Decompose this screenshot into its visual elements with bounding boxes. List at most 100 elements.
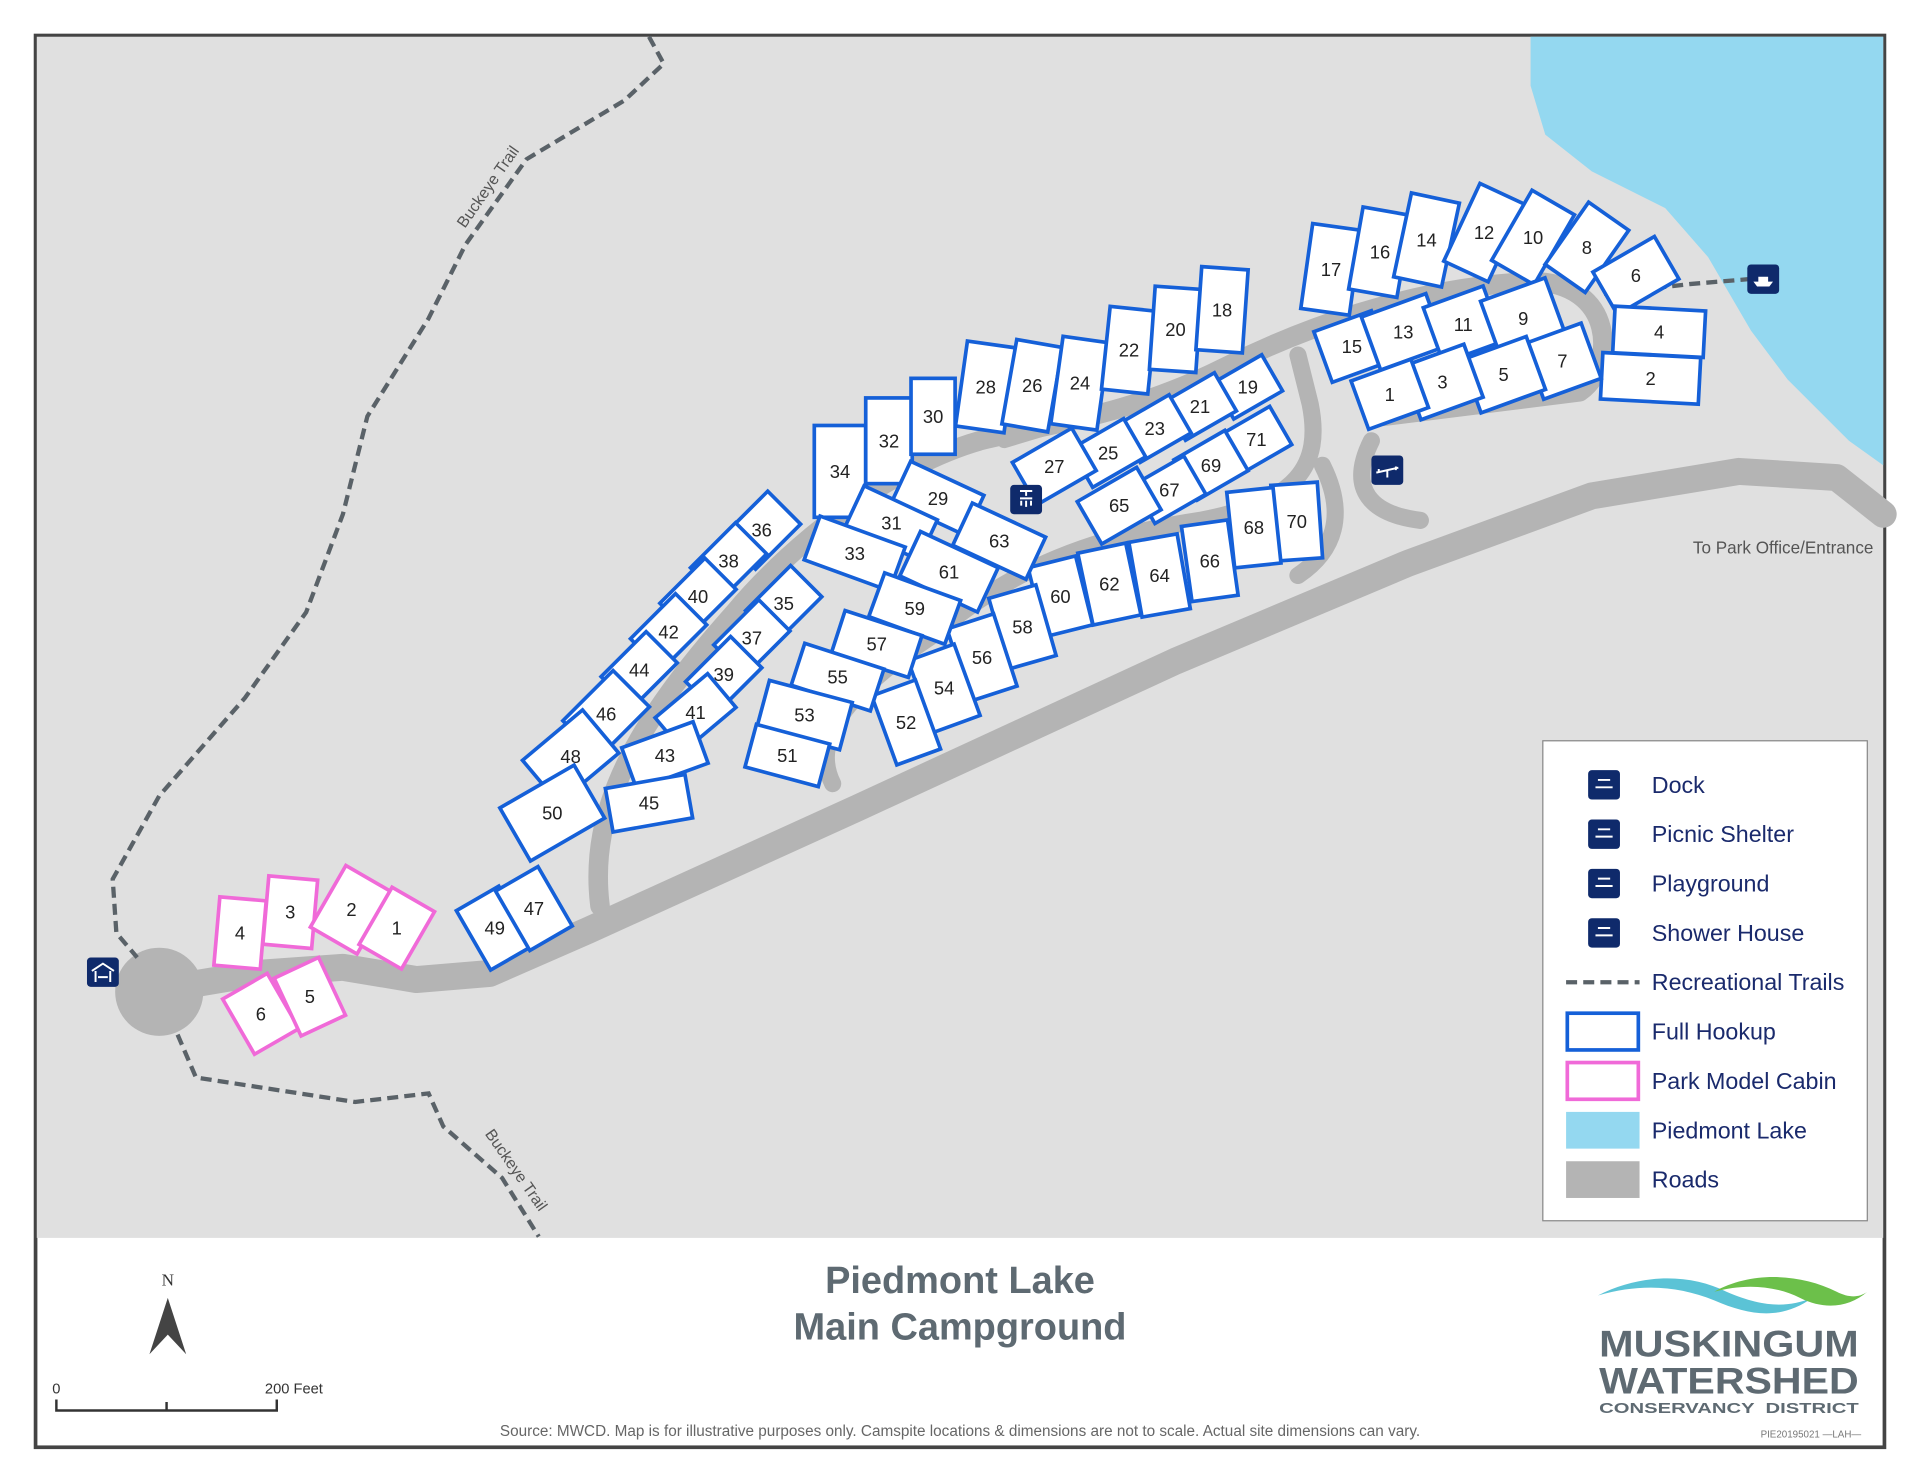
cabin-site-3[interactable]: 3 [260,873,320,951]
site-number: 10 [1523,227,1543,248]
full-hookup-site-66[interactable]: 66 [1179,517,1241,604]
full-hookup-site-18[interactable]: 18 [1193,264,1251,355]
full-hookup-site-64[interactable]: 64 [1126,531,1193,620]
legend-label: Recreational Trails [1652,969,1845,995]
site-number: 24 [1070,373,1090,394]
dock-icon [1588,770,1620,800]
lake-swatch [1566,1111,1640,1149]
site-number: 66 [1200,550,1220,571]
full-hookup-site-20[interactable]: 20 [1147,284,1204,375]
full-hookup-site-1[interactable]: 1 [1348,356,1431,432]
site-number: 8 [1582,237,1592,258]
site-number: 50 [542,803,562,824]
site-number: 2 [346,899,356,920]
site-number: 37 [742,627,762,648]
scale-bar [55,1399,278,1412]
full-hookup-site-65[interactable]: 65 [1074,464,1164,547]
legend-label: Dock [1652,772,1705,798]
site-number: 33 [844,543,864,564]
map-frame [33,33,1887,1450]
picnic-shelter-icon[interactable] [86,957,119,987]
mwcd-logo: MUSKINGUM WATERSHED CONSERVANCY DISTRICT [1597,1277,1868,1417]
site-number: 9 [1518,308,1528,329]
document-id: PIE20195021 —LAH— [1761,1429,1862,1440]
full-hookup-site-51[interactable]: 51 [742,722,832,789]
cabin-site-1[interactable]: 1 [356,884,438,972]
full-hookup-site-14[interactable]: 14 [1391,190,1462,290]
site-number: 39 [713,664,733,685]
source-note: Source: MWCD. Map is for illustrative pu… [500,1423,1420,1440]
site-number: 23 [1144,418,1164,439]
site-number: 57 [867,634,887,655]
full-hookup-site-49[interactable]: 49 [453,883,536,973]
legend-item: Full Hookup [1565,1011,1776,1052]
full-hookup-site-43[interactable]: 43 [619,719,711,792]
shower-house-icon [1588,918,1620,948]
full-hookup-site-68[interactable]: 68 [1224,485,1283,570]
legend-item: Piedmont Lake [1566,1111,1807,1149]
full-hookup-site-outline [493,864,575,953]
site-number: 46 [596,703,616,724]
legend-item: Recreational Trails [1566,969,1844,995]
site-number: 42 [658,621,678,642]
full-hookup-site-outline [801,513,908,594]
site-number: 6 [256,1003,266,1024]
legend-label: Shower House [1652,920,1805,946]
site-number: 5 [305,986,315,1007]
scale-start: 0 [52,1381,60,1397]
site-number: 18 [1212,299,1232,320]
shower-house-icon[interactable] [1010,484,1043,515]
site-number: 59 [904,598,924,619]
full-hookup-site-52[interactable]: 52 [869,677,943,768]
site-number: 2 [1645,368,1655,389]
site-number: 17 [1321,259,1341,280]
legend-item: Playground [1588,868,1769,899]
full-hookup-site-outline [742,722,832,789]
site-number: 4 [1654,321,1664,342]
scale-end: 200 Feet [265,1381,323,1397]
playground-icon [1588,868,1620,899]
full-hookup-site-32[interactable]: 32 [863,396,915,486]
site-number: 14 [1416,229,1436,250]
north-arrow-icon [149,1297,187,1355]
site-number: 45 [639,793,659,814]
site-number: 34 [830,461,850,482]
full-hookup-site-30[interactable]: 30 [909,376,957,457]
svg-text:WATERSHED: WATERSHED [1599,1360,1859,1401]
site-number: 47 [524,898,544,919]
full-hookup-site-47[interactable]: 47 [493,864,575,953]
site-number: 3 [1437,372,1447,393]
full-hookup-site-6[interactable]: 6 [1590,234,1682,317]
full-hookup-site-45[interactable]: 45 [603,772,695,835]
dock-icon[interactable] [1747,264,1780,294]
full-hookup-site-4[interactable]: 4 [1610,304,1708,360]
cabin-site-4[interactable]: 4 [211,894,269,972]
site-number: 41 [685,702,705,723]
site-number: 6 [1631,265,1641,286]
site-number: 1 [1385,384,1395,405]
cabin-site-5[interactable]: 5 [271,955,348,1039]
site-number: 56 [972,647,992,668]
full-hookup-swatch [1565,1011,1641,1052]
cabin-swatch [1565,1060,1641,1102]
site-number: 25 [1098,443,1118,464]
site-number: 54 [934,678,954,699]
site-number: 69 [1201,455,1221,476]
full-hookup-site-22[interactable]: 22 [1099,304,1159,397]
full-hookup-site-outline [909,376,957,457]
full-hookup-site-outline [869,677,943,768]
site-number: 3 [285,902,295,923]
site-number: 5 [1499,364,1509,385]
full-hookup-site-8[interactable]: 8 [1542,199,1632,296]
legend-label: Park Model Cabin [1652,1068,1837,1094]
playground-icon[interactable] [1371,455,1404,485]
full-hookup-site-outline [1590,234,1682,317]
full-hookup-site-50[interactable]: 50 [497,762,608,864]
full-hookup-site-2[interactable]: 2 [1598,350,1703,407]
full-hookup-site-33[interactable]: 33 [801,513,908,594]
site-number: 58 [1012,616,1032,637]
full-hookup-site-outline [1179,517,1241,604]
cabin-site-outline [260,873,320,951]
